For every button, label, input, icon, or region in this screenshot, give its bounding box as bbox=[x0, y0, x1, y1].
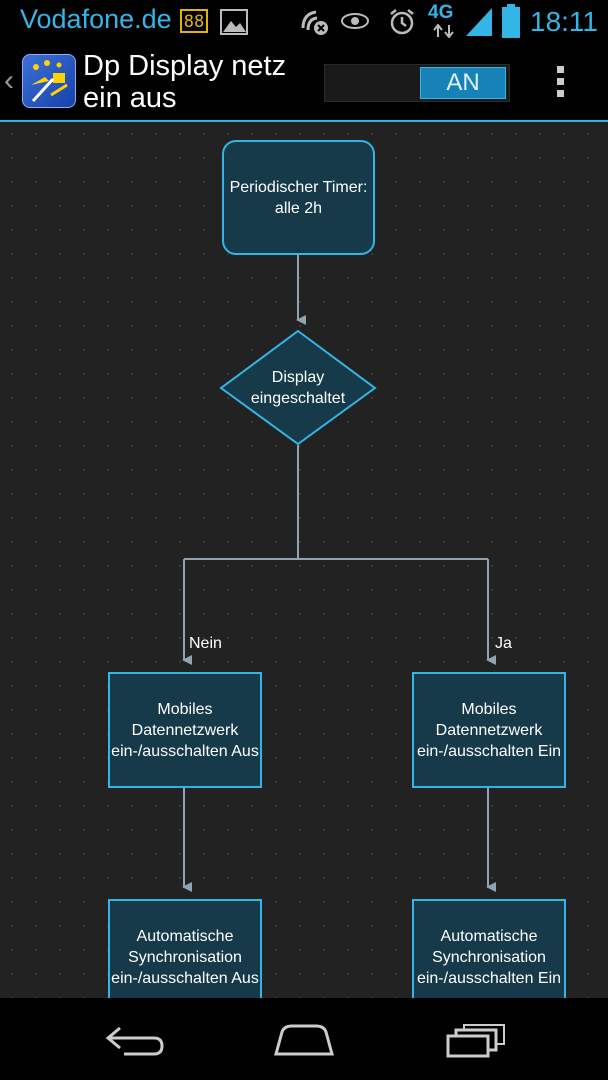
image-icon bbox=[220, 9, 248, 35]
back-icon[interactable] bbox=[104, 1024, 166, 1058]
up-chevron-icon[interactable]: ‹ bbox=[4, 64, 14, 97]
overflow-dot bbox=[556, 78, 564, 85]
carrier-name: Vodafone.de bbox=[20, 4, 172, 34]
battery-icon bbox=[502, 4, 520, 38]
navigation-bar bbox=[0, 998, 608, 1080]
decision-diamond[interactable] bbox=[219, 329, 377, 446]
eye-icon bbox=[341, 13, 369, 29]
app-icon[interactable] bbox=[22, 54, 76, 108]
decision-label: Display eingeschaltet bbox=[250, 369, 346, 407]
data-arrows-icon bbox=[433, 24, 454, 38]
yes-action-auto-sync[interactable]: Automatische Synchronisation ein-/aussch… bbox=[412, 899, 566, 998]
status-bar: Vodafone.de 88 4G 18:11 bbox=[0, 0, 608, 44]
action-bar: ‹ Dp Display netz ein aus AN bbox=[0, 44, 608, 122]
no-action-auto-sync[interactable]: Automatische Synchronisation ein-/aussch… bbox=[108, 899, 262, 998]
network-4g-icon: 4G bbox=[428, 2, 454, 23]
app-icon-graphic bbox=[31, 60, 68, 103]
page-title: Dp Display netz ein aus bbox=[83, 50, 287, 114]
overflow-dot bbox=[556, 66, 564, 73]
notification-88-icon: 88 bbox=[180, 9, 208, 33]
clock: 18:11 bbox=[530, 6, 598, 37]
no-action-mobile-data[interactable]: Mobiles Datennetzwerk ein-/ausschalten A… bbox=[108, 672, 262, 788]
branch-yes-label: Ja bbox=[495, 635, 512, 652]
flowchart-canvas[interactable]: Periodischer Timer: alle 2h Display eing… bbox=[0, 122, 608, 998]
overflow-dot bbox=[556, 90, 564, 97]
recent-apps-icon[interactable] bbox=[444, 1024, 506, 1058]
toggle-on-label: AN bbox=[420, 67, 506, 99]
branch-no-label: Nein bbox=[189, 635, 222, 652]
signal-icon bbox=[466, 8, 492, 36]
home-icon[interactable] bbox=[272, 1022, 336, 1058]
overflow-menu-icon[interactable] bbox=[550, 66, 570, 102]
enable-toggle[interactable]: AN bbox=[324, 64, 510, 102]
nfc-off-icon bbox=[301, 10, 328, 35]
alarm-icon bbox=[390, 9, 414, 35]
connectors bbox=[182, 255, 496, 892]
yes-action-mobile-data[interactable]: Mobiles Datennetzwerk ein-/ausschalten E… bbox=[412, 672, 566, 788]
start-node[interactable]: Periodischer Timer: alle 2h bbox=[222, 140, 375, 255]
